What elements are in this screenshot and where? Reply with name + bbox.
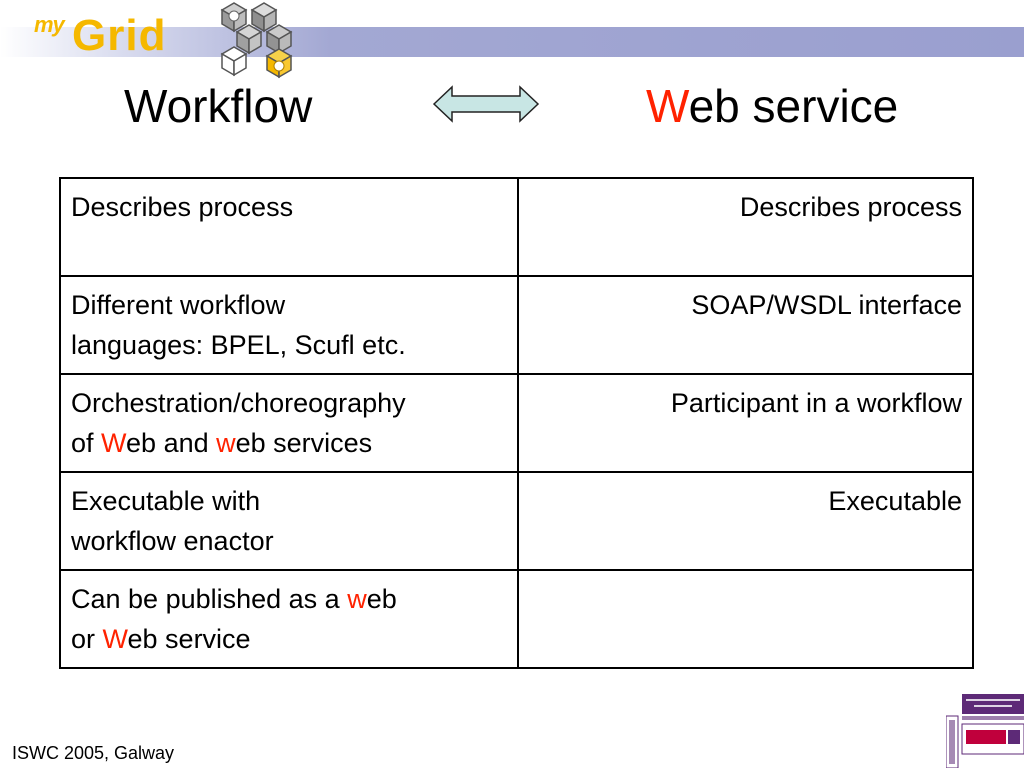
university-logos: [946, 694, 1024, 768]
cell-text: eb: [366, 584, 397, 614]
highlight-letter: W: [102, 624, 128, 654]
cell-text: Orchestration/choreography: [71, 388, 406, 418]
title-workflow: Workflow: [124, 80, 313, 132]
web-service-cell: SOAP/WSDL interface: [517, 275, 974, 375]
table-row: Can be published as a web or Web service: [59, 569, 974, 669]
cell-text: eb services: [235, 428, 373, 458]
web-service-cell: Executable: [517, 471, 974, 571]
cell-text: Can be published as a: [71, 584, 348, 614]
web-service-cell: Describes process: [517, 177, 974, 277]
workflow-cell: Executable with workflow enactor: [59, 471, 519, 571]
workflow-cell: Orchestration/choreography of Web and web…: [59, 373, 519, 473]
highlight-letter: w: [216, 428, 236, 458]
highlight-letter: w: [347, 584, 367, 614]
cell-text: eb and: [126, 428, 217, 458]
cell-text: Describes process: [71, 192, 294, 222]
mygrid-logo: my Grid: [34, 8, 214, 68]
workflow-cell: Describes process: [59, 177, 519, 277]
web-service-cell: Participant in a workflow: [517, 373, 974, 473]
logo-main: Grid: [72, 11, 167, 60]
table-row: Different workflow languages: BPEL, Scufl…: [59, 275, 974, 375]
table-row: Describes process Describes process: [59, 177, 974, 277]
cell-text: languages: BPEL, Scufl etc.: [71, 330, 406, 360]
title-web-service: Web service: [646, 78, 898, 134]
footer-text: ISWC 2005, Galway: [12, 743, 175, 763]
workflow-cell: Different workflow languages: BPEL, Scufl…: [59, 275, 519, 375]
cell-text: Different workflow: [71, 290, 286, 320]
cell-text: eb service: [127, 624, 251, 654]
workflow-cell: Can be published as a web or Web service: [59, 569, 519, 669]
title-web-rest: eb service: [688, 80, 899, 132]
title-web-initial: W: [646, 80, 689, 132]
cell-text: Executable with: [71, 486, 261, 516]
header-band: [0, 27, 1024, 57]
web-service-cell: [517, 569, 974, 669]
double-arrow-icon: [432, 85, 540, 123]
cell-text: or: [71, 624, 103, 654]
logo-prefix: my: [34, 12, 65, 37]
cell-text: of: [71, 428, 102, 458]
table-row: Orchestration/choreography of Web and web…: [59, 373, 974, 473]
highlight-letter: W: [101, 428, 127, 458]
cubes-logo-icon: [220, 2, 293, 79]
cell-text: workflow enactor: [71, 526, 274, 556]
